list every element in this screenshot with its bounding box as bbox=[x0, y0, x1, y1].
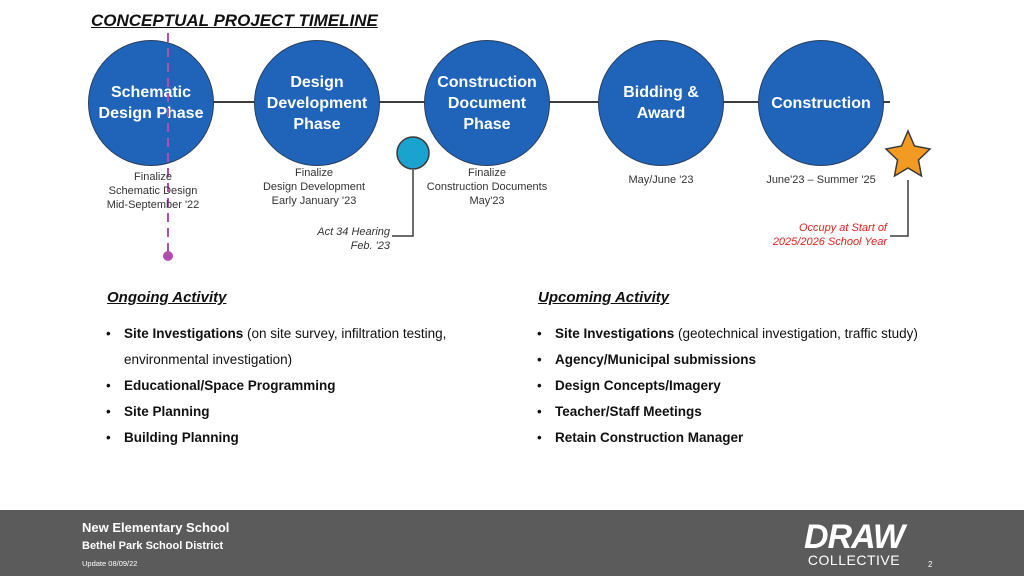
list-item: environmental investigation) bbox=[124, 352, 293, 367]
list-item: Teacher/Staff Meetings bbox=[535, 399, 918, 425]
footer-bar bbox=[0, 510, 1024, 576]
caption-design-development: Finalize Design Development Early Januar… bbox=[262, 167, 366, 207]
list-item: Educational/Space Programming bbox=[104, 373, 446, 399]
caption-construction-documents: Finalize Construction Documents May'23 bbox=[426, 167, 548, 207]
hearing-leader-line bbox=[392, 170, 414, 237]
upcoming-activity-list: Site Investigations (geotechnical invest… bbox=[535, 321, 918, 451]
phase-construction-document: Construction Document Phase bbox=[424, 40, 550, 166]
footer-district-name: Bethel Park School District bbox=[82, 540, 224, 552]
phase-construction: Construction bbox=[758, 40, 884, 166]
occupancy-label: Occupy at Start of 2025/2026 School Year bbox=[772, 222, 887, 248]
occupy-leader-line bbox=[890, 180, 909, 237]
list-item: Retain Construction Manager bbox=[535, 425, 918, 451]
list-item: Site Investigations (geotechnical invest… bbox=[535, 321, 918, 347]
act34-hearing-label: Act 34 Hearing Feb. '23 bbox=[317, 226, 390, 252]
draw-collective-logo: DRAW COLLECTIVE bbox=[804, 518, 909, 568]
caption-schematic-design: Finalize Schematic Design Mid-September … bbox=[106, 171, 200, 211]
ongoing-activity-heading: Ongoing Activity bbox=[107, 289, 227, 306]
list-item: Site Planning bbox=[104, 399, 446, 425]
svg-text:COLLECTIVE: COLLECTIVE bbox=[808, 552, 900, 568]
act34-hearing-marker bbox=[396, 136, 430, 170]
occupancy-star-icon bbox=[884, 129, 932, 178]
phase-schematic-design: Schematic Design Phase bbox=[88, 40, 214, 166]
page-title: CONCEPTUAL PROJECT TIMELINE bbox=[91, 11, 378, 30]
page-number: 2 bbox=[928, 560, 933, 569]
list-item: Agency/Municipal submissions bbox=[535, 347, 918, 373]
list-item: Design Concepts/Imagery bbox=[535, 373, 918, 399]
phase-bidding-award: Bidding & Award bbox=[598, 40, 724, 166]
ongoing-activity-list: Site Investigations (on site survey, inf… bbox=[104, 321, 446, 451]
list-item: Building Planning bbox=[104, 425, 446, 451]
phase-design-development: Design Development Phase bbox=[254, 40, 380, 166]
footer-update-date: Update 08/09/22 bbox=[82, 559, 138, 568]
caption-construction: June'23 – Summer '25 bbox=[766, 174, 876, 186]
list-item: Site Investigations (on site survey, inf… bbox=[104, 321, 446, 347]
svg-text:DRAW: DRAW bbox=[804, 518, 908, 556]
footer-school-name: New Elementary School bbox=[82, 520, 230, 535]
caption-bidding-award: May/June '23 bbox=[628, 174, 694, 186]
upcoming-activity-heading: Upcoming Activity bbox=[538, 289, 670, 306]
current-date-marker bbox=[163, 33, 173, 261]
